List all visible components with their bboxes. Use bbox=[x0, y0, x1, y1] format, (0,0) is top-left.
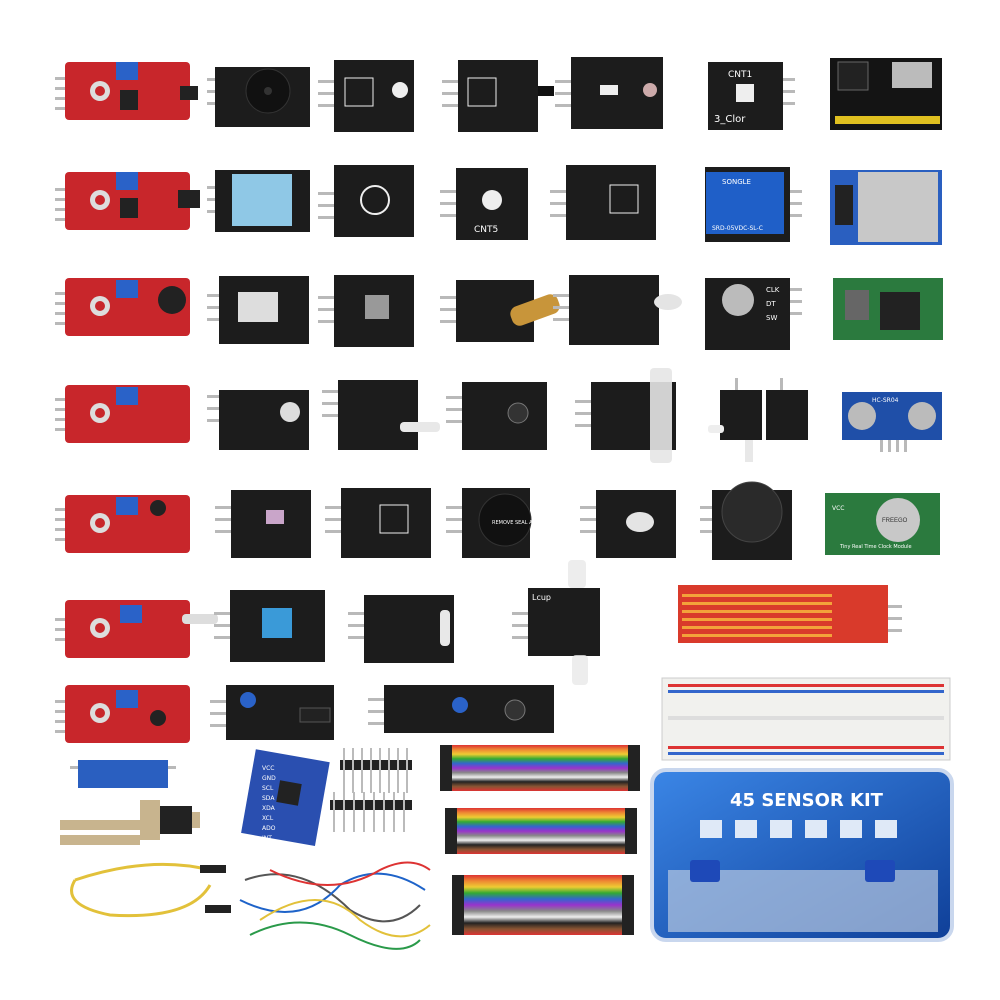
color-label: 3_Clor bbox=[714, 114, 746, 125]
mpu-scl-label: SCL bbox=[262, 785, 274, 792]
relay-brand: SONGLE bbox=[722, 178, 751, 186]
black-module-r2c5 bbox=[550, 165, 656, 240]
mpu-xcl-label: XCL bbox=[262, 815, 274, 822]
reed-module-r4c3 bbox=[322, 380, 440, 450]
sw-label: SW bbox=[766, 314, 777, 322]
led-module-r5c5 bbox=[580, 490, 676, 558]
jumper-wire-yellow bbox=[70, 862, 231, 918]
lcup-label: Lcup bbox=[532, 593, 551, 602]
rgb-led-module: CNT1 3_Clor bbox=[708, 62, 795, 130]
breadboard bbox=[661, 677, 951, 761]
mpu-ado-label: ADO bbox=[262, 825, 276, 832]
buck-converter-module bbox=[833, 278, 943, 340]
led-module-r4c2 bbox=[207, 390, 309, 450]
ribbon-cable-3 bbox=[452, 875, 634, 935]
jumper-wire-bundle bbox=[239, 861, 431, 950]
mpu-vcc-label: VCC bbox=[262, 765, 274, 772]
water-level-sensor bbox=[678, 585, 902, 643]
red-sensor-r4 bbox=[55, 385, 190, 443]
cnt5-label: CNT5 bbox=[474, 225, 498, 235]
joystick-icon bbox=[721, 481, 783, 543]
power-supply-module bbox=[830, 58, 942, 130]
led-module-r3c5 bbox=[553, 275, 682, 345]
black-module-r5c3 bbox=[325, 488, 431, 558]
cnt1-label: CNT1 bbox=[728, 70, 752, 80]
rotary-encoder-module: CLK DT SW bbox=[705, 278, 802, 350]
relay-module: SONGLE SRD-05VDC-SL-C bbox=[705, 167, 802, 242]
ribbon-cable-2 bbox=[445, 808, 637, 854]
red-sensor-r1 bbox=[55, 62, 198, 120]
passive-buzzer-module: REMOVE SEAL AFTER WASHING bbox=[446, 488, 571, 558]
dual-module-r4c6 bbox=[708, 378, 808, 462]
mpu-xda-label: XDA bbox=[262, 805, 276, 812]
black-module-r4c4 bbox=[446, 382, 547, 450]
reed-module-r6c3 bbox=[348, 595, 454, 663]
kit-label: 45 SENSOR KIT bbox=[730, 790, 884, 811]
ir-obstacle-module bbox=[210, 685, 334, 740]
line-tracker-module bbox=[368, 685, 554, 733]
remove-seal-label: REMOVE SEAL AFTER WASHING bbox=[492, 520, 571, 526]
mpu-int-label: INT bbox=[262, 835, 272, 842]
black-module-r3c2 bbox=[207, 276, 309, 344]
dht11-module bbox=[207, 170, 310, 232]
ultrasonic-module: HC-SR04 bbox=[842, 392, 942, 452]
red-sensor-r6 bbox=[55, 600, 218, 658]
buzzer-module bbox=[207, 67, 310, 127]
laser-module bbox=[440, 280, 560, 342]
ir-receiver-module: CNT5 bbox=[440, 168, 528, 240]
microphone-icon bbox=[158, 286, 186, 314]
rtc-module: FREEGO VCC Tiny Real Time Clock Module bbox=[825, 493, 940, 555]
ultrasonic-icon bbox=[848, 402, 876, 430]
battery-icon bbox=[876, 498, 920, 542]
mpu-sda-label: SDA bbox=[262, 795, 275, 802]
clk-label: CLK bbox=[766, 286, 780, 294]
soil-sensor-board bbox=[70, 760, 176, 788]
black-module-r5c2 bbox=[215, 490, 311, 558]
ribbon-cable-1 bbox=[440, 745, 640, 791]
red-sensor-r7 bbox=[55, 685, 190, 743]
black-module-r1c3 bbox=[318, 60, 414, 132]
rtc-vcc-label: VCC bbox=[832, 505, 844, 512]
soil-moisture-probe bbox=[60, 800, 200, 845]
ir-pair-module: Lcup bbox=[512, 560, 600, 685]
black-module-r2c3 bbox=[318, 165, 414, 237]
trimpot-icon bbox=[116, 62, 138, 80]
mpu-gnd-label: GND bbox=[262, 775, 276, 782]
button-module bbox=[318, 275, 414, 347]
header-pins bbox=[330, 748, 412, 832]
tilt-module bbox=[575, 368, 676, 463]
freego-label: FREEGO bbox=[882, 518, 908, 524]
kit-box: 45 SENSOR KIT bbox=[650, 768, 954, 942]
black-module-r6c2 bbox=[214, 590, 325, 662]
black-module-r1c4 bbox=[442, 60, 554, 132]
red-sensor-r5 bbox=[55, 495, 190, 553]
red-sensor-r2 bbox=[55, 172, 200, 230]
relay-model: SRD-05VDC-SL-C bbox=[712, 225, 763, 232]
sd-card-module bbox=[830, 170, 942, 245]
joystick-module bbox=[700, 481, 792, 560]
dt-label: DT bbox=[766, 300, 776, 308]
mpu6050-module: VCC GND SCL SDA XDA XCL ADO INT bbox=[241, 749, 330, 846]
red-sensor-r3 bbox=[55, 278, 190, 336]
photoresistor-module bbox=[555, 57, 663, 129]
rtc-caption: Tiny Real Time Clock Module bbox=[839, 544, 912, 550]
hc-sr04-label: HC-SR04 bbox=[872, 397, 899, 404]
